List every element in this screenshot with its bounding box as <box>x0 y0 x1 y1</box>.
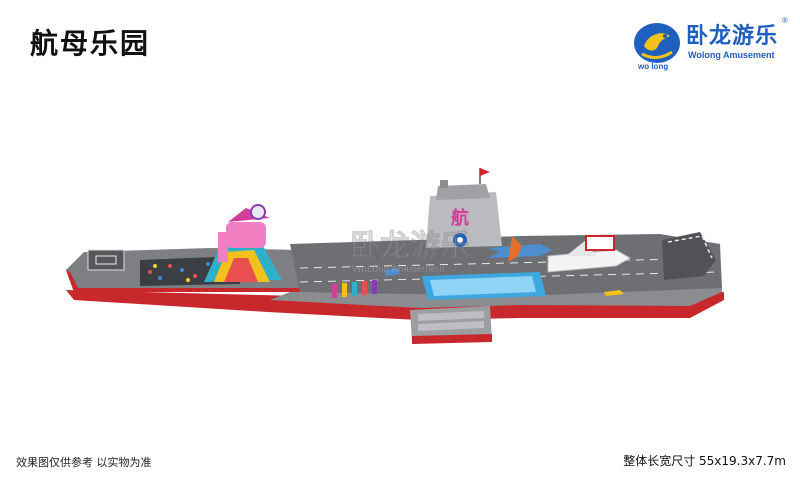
watermark: 卧龙游乐 WoLong Amusement <box>350 229 471 276</box>
small-helicopter <box>384 268 400 276</box>
svg-text:卧龙游乐: 卧龙游乐 <box>350 229 470 264</box>
front-deck-rim <box>66 270 300 292</box>
slide-tower <box>204 204 282 282</box>
overall-dimensions: 整体长宽尺寸 55x19.3x7.7m <box>623 454 786 468</box>
island-tower: 航 <box>426 168 502 248</box>
page-title: 航母乐园 <box>30 27 151 60</box>
tower-label: 航 <box>451 207 469 229</box>
brand-small-text: wo long <box>638 62 669 71</box>
dragon-icon <box>634 23 680 63</box>
obstacle-arches <box>332 280 377 298</box>
ramp <box>662 232 716 280</box>
brand-logo: 卧龙游乐 Wolong Amusement wo long ® <box>632 12 792 76</box>
registered-mark: ® <box>782 16 788 25</box>
flag-icon <box>480 168 490 176</box>
small-plane <box>604 290 624 296</box>
disclaimer-note: 效果图仅供参考 以实物为准 <box>16 456 152 469</box>
svg-text:WoLong Amusement: WoLong Amusement <box>352 264 445 275</box>
brand-name: 卧龙游乐 <box>686 24 779 49</box>
helipad <box>87 249 125 271</box>
brand-english: Wolong Amusement <box>688 50 775 60</box>
